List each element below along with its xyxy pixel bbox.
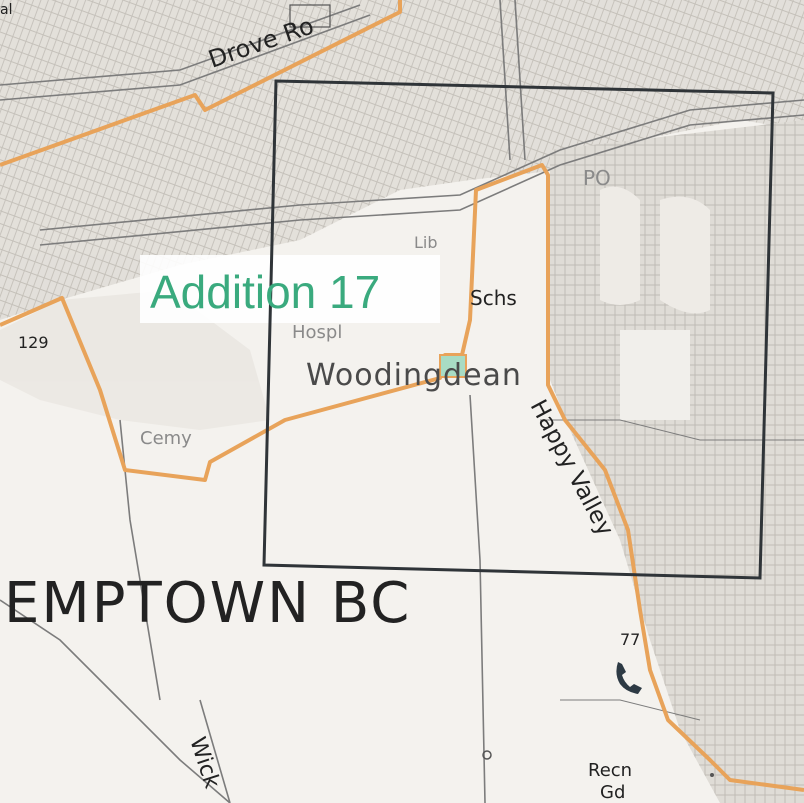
- survey-box: [262, 79, 775, 580]
- label-schs: Schs: [470, 286, 517, 310]
- label-spot-77: 77: [620, 630, 640, 649]
- label-lib: Lib: [414, 233, 438, 252]
- annotation-addition-17: Addition 17: [150, 266, 380, 318]
- label-kemptown: EMPTOWN BC: [4, 571, 411, 636]
- label-hospl: Hospl: [292, 322, 342, 343]
- addition-17-highlight: [439, 354, 467, 378]
- pond-marker: [482, 750, 492, 760]
- point-marker: [710, 773, 714, 777]
- label-recn: Recn: [588, 760, 632, 781]
- label-edge: al: [0, 2, 12, 18]
- label-woodingdean: Woodingdean: [306, 358, 522, 393]
- annotation-backdrop: [140, 255, 440, 323]
- telephone-icon: [616, 662, 642, 694]
- label-cemy: Cemy: [140, 428, 192, 449]
- drove-road-box: [289, 4, 331, 28]
- label-spot-129: 129: [18, 333, 49, 352]
- label-gd: Gd: [600, 782, 625, 803]
- label-po: PO: [583, 166, 611, 190]
